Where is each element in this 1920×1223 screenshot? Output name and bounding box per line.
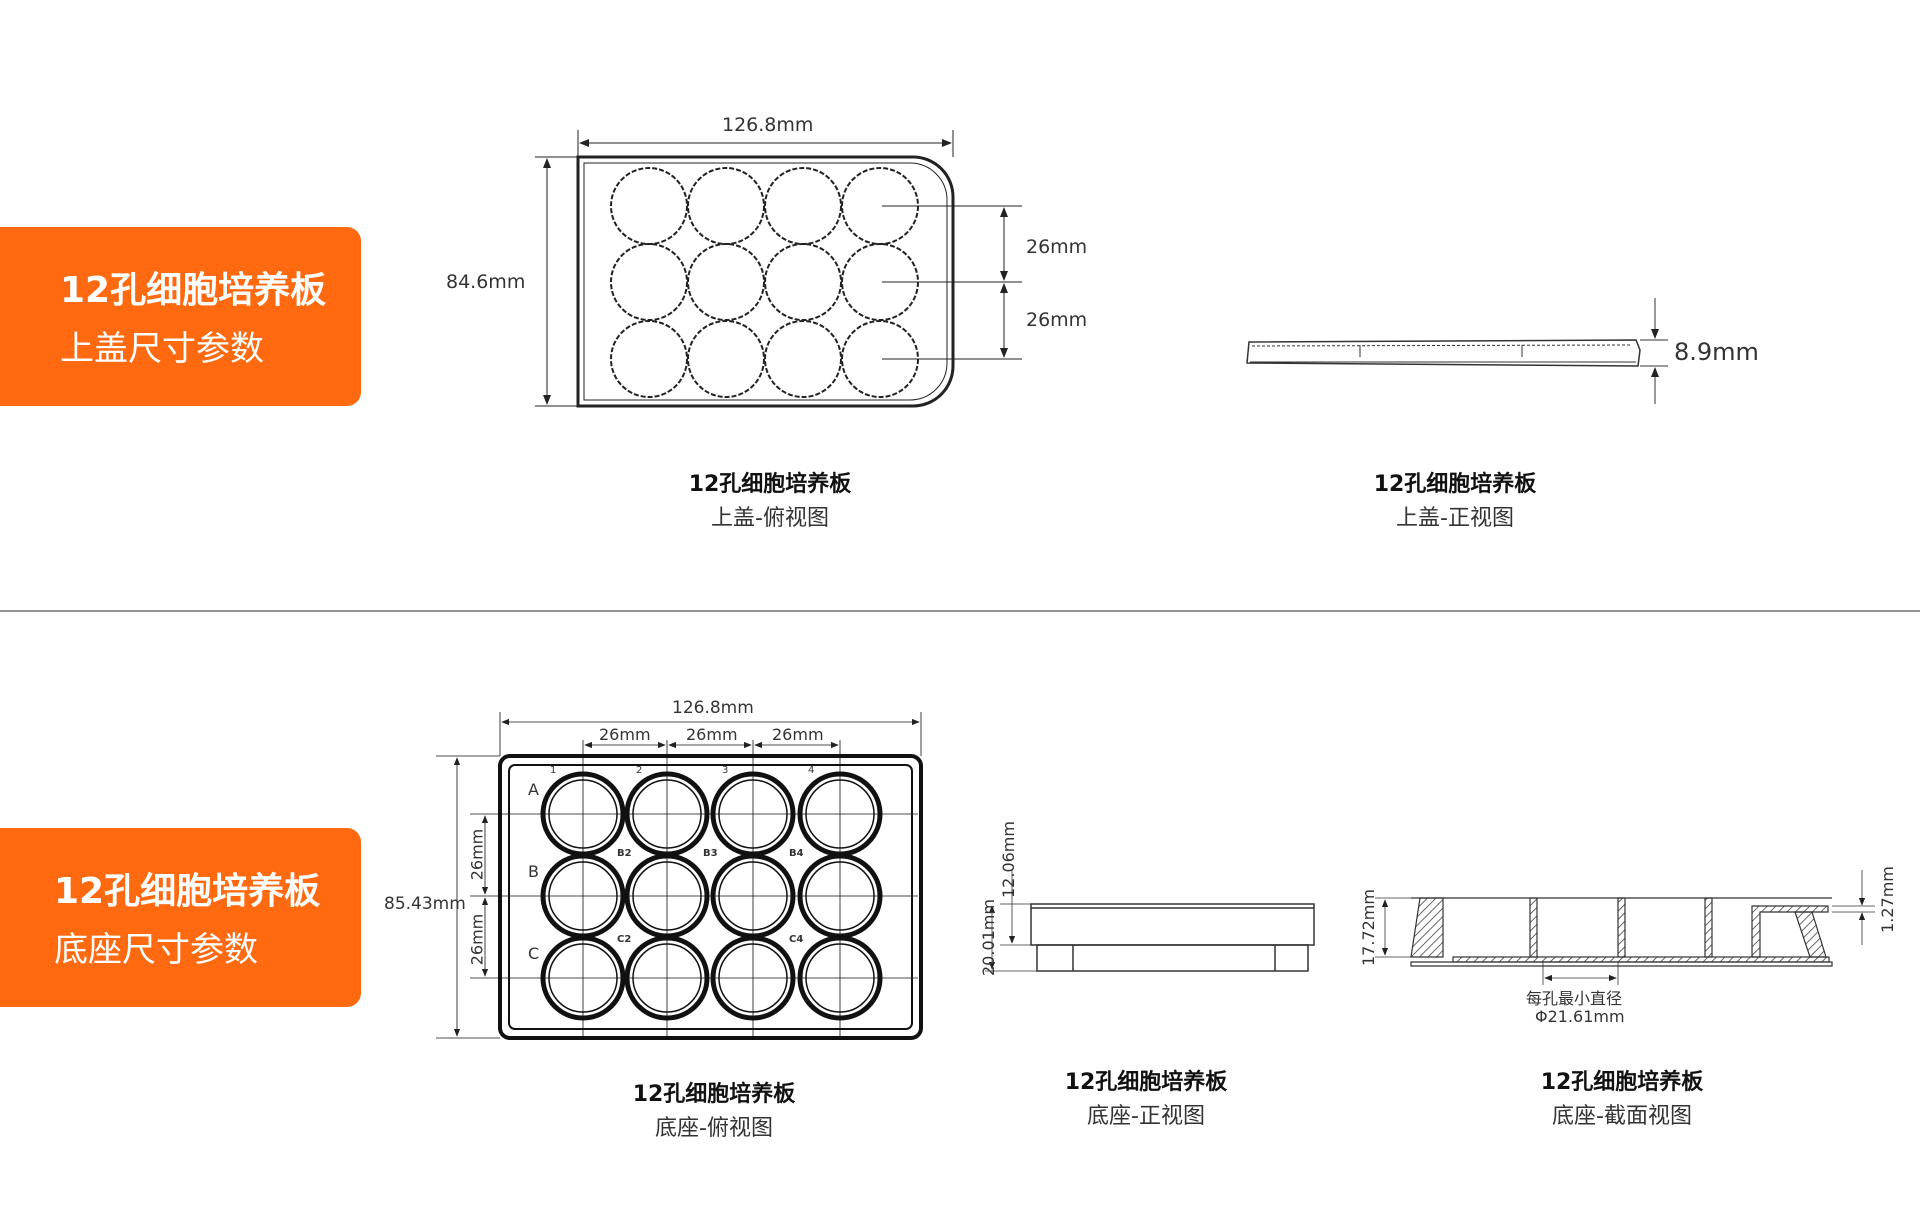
- well-mark: B4: [789, 848, 804, 859]
- dim-label: 85.43mm: [384, 894, 466, 914]
- dim-label: 1.27mm: [1877, 866, 1897, 933]
- caption-lid-front: 12孔细胞培养板上盖-正视图: [1374, 466, 1537, 532]
- badge-subtitle: 底座尺寸参数: [54, 930, 258, 970]
- dim-note: 每孔最小直径: [1526, 989, 1623, 1008]
- dim-label: 126.8mm: [672, 698, 754, 718]
- base-section-view: [1375, 870, 1875, 985]
- caption-sub: 底座-俯视图: [655, 1116, 773, 1141]
- caption-title: 12孔细胞培养板: [1373, 472, 1537, 497]
- dim-label: 26mm: [1026, 236, 1088, 258]
- dim-label: 84.6mm: [446, 271, 526, 293]
- caption-sub: 底座-截面视图: [1552, 1104, 1692, 1129]
- dim-label: 8.9mm: [1674, 338, 1759, 366]
- base-top-view: [436, 712, 923, 1040]
- caption-sub: 上盖-俯视图: [711, 506, 829, 531]
- well-mark: C2: [617, 934, 632, 945]
- col-label: 1: [550, 765, 557, 776]
- lid-section-badge: 12孔细胞培养板 上盖尺寸参数: [0, 227, 361, 406]
- lid-top-view: [535, 130, 1022, 408]
- caption-base-front: 12孔细胞培养板底座-正视图: [1065, 1064, 1228, 1130]
- well-mark: B3: [703, 848, 718, 859]
- row-label: B: [528, 862, 539, 881]
- dim-label: 26mm: [1026, 309, 1088, 331]
- caption-title: 12孔细胞培养板: [688, 472, 852, 497]
- caption-title: 12孔细胞培养板: [632, 1082, 796, 1107]
- dim-label: 26mm: [772, 725, 824, 744]
- caption-title: 12孔细胞培养板: [1540, 1070, 1704, 1095]
- dim-label: 26mm: [599, 725, 651, 744]
- badge-title: 12孔细胞培养板: [54, 871, 321, 912]
- dim-label: 126.8mm: [722, 114, 814, 136]
- col-label: 3: [722, 765, 729, 776]
- dim-label: Φ21.61mm: [1535, 1007, 1625, 1026]
- well-mark: B2: [617, 848, 632, 859]
- dim-label: 26mm: [467, 828, 487, 881]
- caption-lid-top: 12孔细胞培养板上盖-俯视图: [689, 466, 852, 532]
- row-label: A: [528, 780, 539, 799]
- base-front-view: [985, 870, 1315, 972]
- dim-label: 26mm: [686, 725, 738, 744]
- caption-title: 12孔细胞培养板: [1064, 1070, 1228, 1095]
- dim-label: 17.72mm: [1358, 889, 1378, 966]
- caption-sub: 底座-正视图: [1087, 1104, 1205, 1129]
- caption-base-section: 12孔细胞培养板底座-截面视图: [1541, 1064, 1704, 1130]
- lid-front-view: [1246, 298, 1668, 404]
- dim-label: 12.06mm: [998, 821, 1018, 898]
- dim-label: 20.01mm: [978, 899, 998, 976]
- row-label: C: [528, 944, 540, 963]
- dim-label: 26mm: [467, 913, 487, 966]
- caption-base-top: 12孔细胞培养板底座-俯视图: [633, 1076, 796, 1142]
- badge-subtitle: 上盖尺寸参数: [60, 329, 264, 369]
- badge-title: 12孔细胞培养板: [60, 270, 327, 311]
- well-mark: C4: [789, 934, 804, 945]
- base-section-badge: 12孔细胞培养板 底座尺寸参数: [0, 828, 361, 1007]
- col-label: 2: [636, 765, 643, 776]
- col-label: 4: [808, 765, 815, 776]
- caption-sub: 上盖-正视图: [1396, 506, 1514, 531]
